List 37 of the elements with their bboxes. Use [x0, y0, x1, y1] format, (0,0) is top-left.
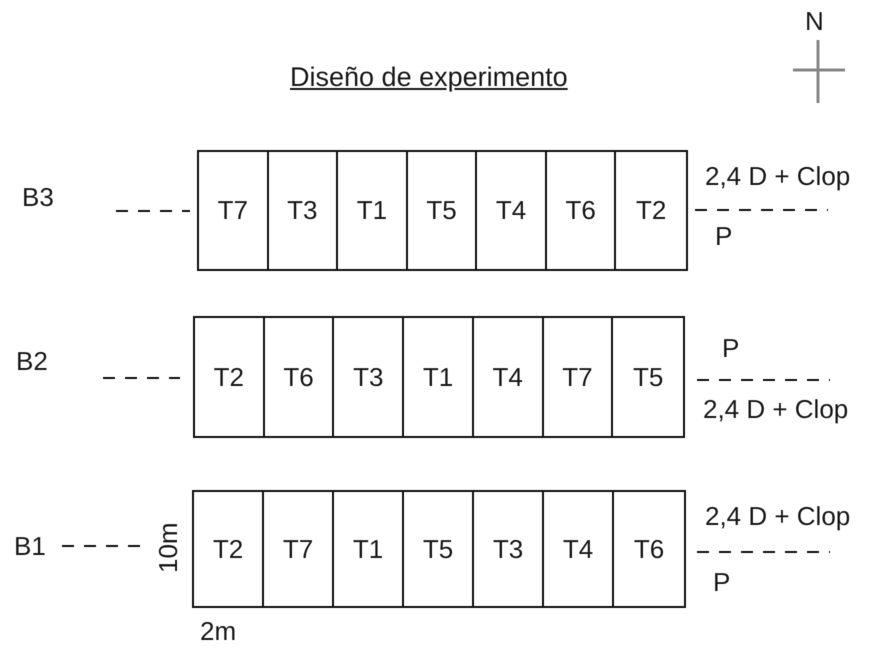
plot-cell: T4 [544, 492, 614, 606]
treatment-label: P [715, 223, 732, 249]
plot-cell: T7 [264, 492, 334, 606]
plot-cell: T6 [546, 152, 616, 269]
title: Diseño de experimento [290, 64, 568, 91]
plot-cell: T3 [268, 152, 338, 269]
plot-cell: T5 [404, 492, 474, 606]
plot-cell: T2 [194, 492, 264, 606]
plot-cell: T3 [474, 492, 544, 606]
plot-cell: T6 [264, 318, 334, 436]
plot-cell: T1 [338, 152, 408, 269]
field-block [197, 150, 688, 271]
plot-cell: T6 [614, 492, 684, 606]
dimension-label: 2m [200, 618, 236, 644]
plot-cell: T7 [199, 152, 269, 269]
treatment-label: 2,4 D + Clop [703, 396, 848, 422]
block-label: B2 [16, 348, 48, 374]
block-label: B1 [14, 533, 46, 559]
north-label: N [805, 8, 824, 34]
plot-cell: T5 [613, 318, 683, 436]
plot-cell: T4 [477, 152, 547, 269]
plot-cell: T1 [404, 318, 474, 436]
plot-cell: T2 [195, 318, 265, 436]
treatment-label: 2,4 D + Clop [705, 503, 850, 529]
plot-cell: T5 [408, 152, 478, 269]
treatment-label: 2,4 D + Clop [705, 163, 850, 189]
plot-cell: T1 [334, 492, 404, 606]
plot-cell: T7 [544, 318, 614, 436]
dimension-label: 10m [155, 523, 181, 573]
treatment-label: P [713, 569, 730, 595]
block-label: B3 [22, 184, 54, 210]
field-block [192, 490, 686, 608]
field-block [193, 316, 685, 438]
plot-cell: T3 [334, 318, 404, 436]
treatment-label: P [722, 335, 740, 361]
plot-cell: T4 [474, 318, 544, 436]
plot-cell: T2 [616, 152, 686, 269]
